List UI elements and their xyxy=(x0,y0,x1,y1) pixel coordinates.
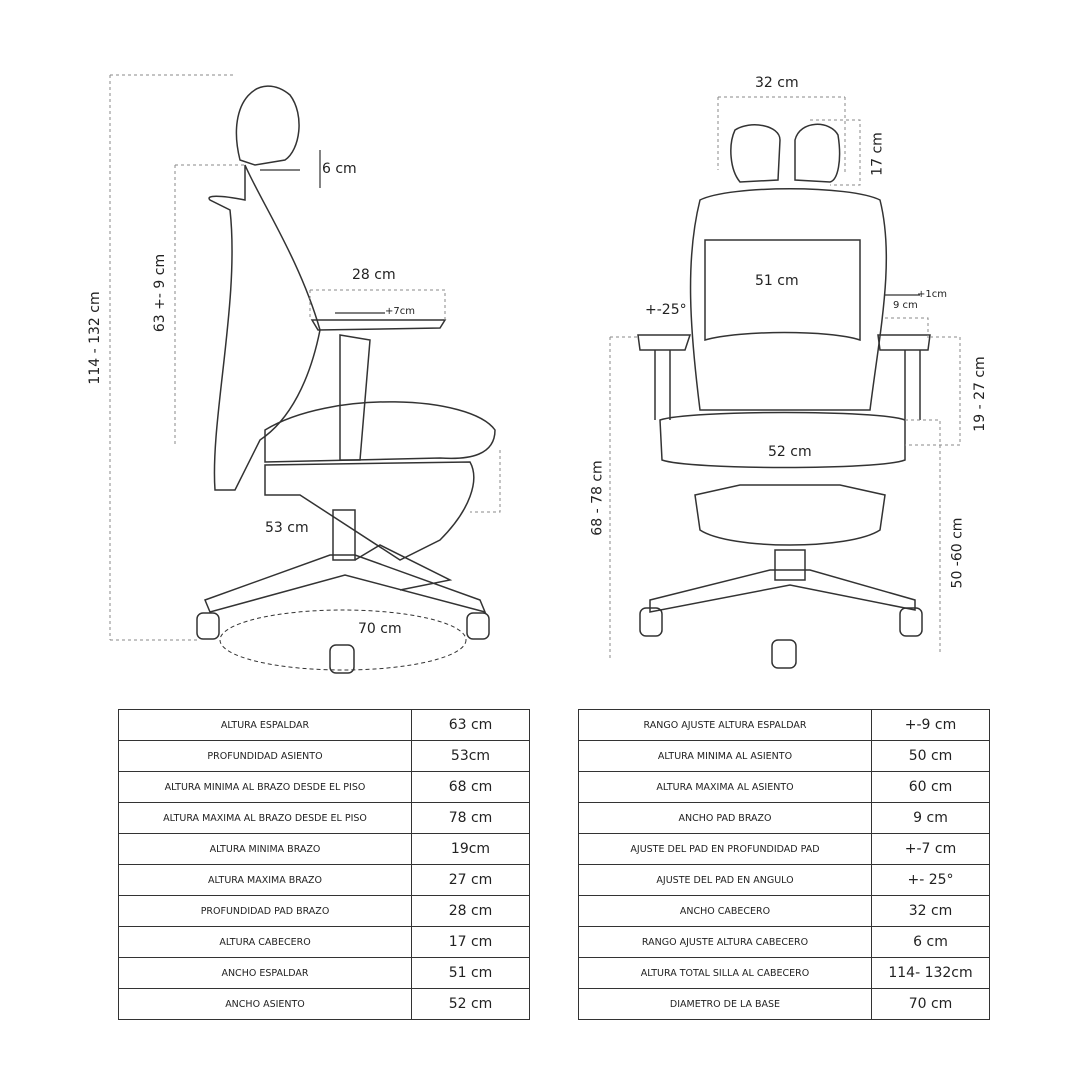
spec-label: ALTURA MAXIMA AL BRAZO DESDE EL PISO xyxy=(118,802,412,834)
spec-value: 53cm xyxy=(411,740,530,772)
spec-label: ALTURA MINIMA AL BRAZO DESDE EL PISO xyxy=(118,771,412,803)
spec-label: RANGO AJUSTE ALTURA ESPALDAR xyxy=(578,709,872,741)
spec-value: 52 cm xyxy=(411,988,530,1020)
spec-label: ANCHO ESPALDAR xyxy=(118,957,412,989)
spec-label: ANCHO ASIENTO xyxy=(118,988,412,1020)
spec-value: 70 cm xyxy=(871,988,990,1020)
spec-value: 63 cm xyxy=(411,709,530,741)
spec-label: PROFUNDIDAD PAD BRAZO xyxy=(118,895,412,927)
total-height-label: 114 - 132 cm xyxy=(87,291,103,385)
front-dimension-lines xyxy=(609,96,961,660)
spec-value: 27 cm xyxy=(411,864,530,896)
spec-label: ALTURA MAXIMA BRAZO xyxy=(118,864,412,896)
base-diameter-label: 70 cm xyxy=(358,621,402,637)
seat-height-label: 50 -60 cm xyxy=(949,517,966,589)
spec-value: +- 25° xyxy=(871,864,990,896)
spec-label: RANGO AJUSTE ALTURA CABECERO xyxy=(578,926,872,958)
headrest-adjust-label: 6 cm xyxy=(322,161,357,177)
backrest-height-label: 63 +- 9 cm xyxy=(152,253,168,333)
spec-label: DIAMETRO DE LA BASE xyxy=(578,988,872,1020)
seat-depth-label: 53 cm xyxy=(265,520,309,536)
arm-floor-height-label: 68 - 78 cm xyxy=(589,460,606,536)
spec-label: ANCHO CABECERO xyxy=(578,895,872,927)
spec-value: 9 cm xyxy=(871,802,990,834)
spec-value: 19cm xyxy=(411,833,530,865)
spec-label: ALTURA MINIMA AL ASIENTO xyxy=(578,740,872,772)
armpad-angle-label: +-25° xyxy=(645,302,687,318)
backrest-width-label: 51 cm xyxy=(755,273,799,289)
headrest-width-label: 32 cm xyxy=(755,75,799,91)
spec-label: AJUSTE DEL PAD EN ANGULO xyxy=(578,864,872,896)
spec-value: 68 cm xyxy=(411,771,530,803)
spec-label: ALTURA ESPALDAR xyxy=(118,709,412,741)
armpad-slide-label: +7cm xyxy=(385,306,415,317)
headrest-height-label: 17 cm xyxy=(869,132,886,176)
chair-drawings xyxy=(109,74,961,674)
side-dimension-lines xyxy=(109,74,501,641)
arm-height-label: 19 - 27 cm xyxy=(972,356,988,432)
spec-label: ALTURA TOTAL SILLA AL CABECERO xyxy=(578,957,872,989)
spec-value: 51 cm xyxy=(411,957,530,989)
table-row: AJUSTE DEL PAD EN ANGULO+- 25° xyxy=(578,864,990,896)
side-view-chair xyxy=(196,85,496,674)
armpad-depth-label: 28 cm xyxy=(352,267,396,283)
spec-value: 28 cm xyxy=(411,895,530,927)
spec-label: ALTURA MINIMA BRAZO xyxy=(118,833,412,865)
spec-value: 60 cm xyxy=(871,771,990,803)
spec-label: ALTURA CABECERO xyxy=(118,926,412,958)
table-row: AJUSTE DEL PAD EN PROFUNDIDAD PAD+-7 cm xyxy=(578,833,990,865)
spec-value: 6 cm xyxy=(871,926,990,958)
front-view-chair xyxy=(637,123,931,669)
spec-value: 114- 132cm xyxy=(871,957,990,989)
spec-label: PROFUNDIDAD ASIENTO xyxy=(118,740,412,772)
spec-label: ANCHO PAD BRAZO xyxy=(578,802,872,834)
spec-value: 78 cm xyxy=(411,802,530,834)
armpad-width-adjust-label: +1cm xyxy=(917,289,947,300)
spec-label: ALTURA MAXIMA AL ASIENTO xyxy=(578,771,872,803)
seat-width-label: 52 cm xyxy=(768,444,812,460)
spec-value: +-7 cm xyxy=(871,833,990,865)
spec-label: AJUSTE DEL PAD EN PROFUNDIDAD PAD xyxy=(578,833,872,865)
spec-value: +-9 cm xyxy=(871,709,990,741)
spec-value: 32 cm xyxy=(871,895,990,927)
spec-value: 17 cm xyxy=(411,926,530,958)
armpad-width-label: 9 cm xyxy=(893,300,918,311)
headrest-arrow xyxy=(260,150,321,188)
table-row: RANGO AJUSTE ALTURA ESPALDAR+-9 cm xyxy=(578,709,990,741)
spec-value: 50 cm xyxy=(871,740,990,772)
